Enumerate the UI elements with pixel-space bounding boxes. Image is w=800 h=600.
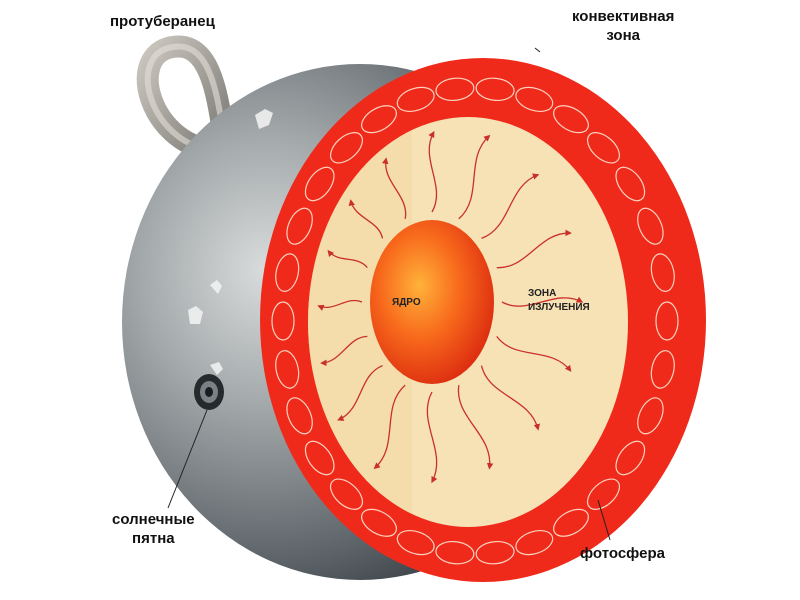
convection-loop xyxy=(586,132,621,164)
convection-loop xyxy=(637,397,664,435)
convection-loop xyxy=(553,105,589,134)
convection-loop xyxy=(329,478,364,510)
radiation-arrow xyxy=(320,335,368,367)
photosphere-label: фотосфера xyxy=(580,545,665,562)
radiative-zone-label-line1: ЗОНА xyxy=(528,288,556,299)
core xyxy=(370,220,494,384)
radiation-arrow xyxy=(348,199,384,239)
convection-loop xyxy=(435,77,475,102)
convection-cells xyxy=(271,77,679,565)
radiation-arrow xyxy=(337,364,383,421)
convection-loop xyxy=(650,350,675,389)
convection-loop xyxy=(396,530,435,556)
radiation-arrow xyxy=(373,384,406,470)
sunspots-label-line1: солнечные xyxy=(112,511,195,528)
radiation-arrow xyxy=(481,173,540,240)
prominence-label: протуберанец xyxy=(110,13,215,30)
convection-loop xyxy=(515,530,554,556)
radiation-arrow xyxy=(501,296,584,307)
radiation-arrow xyxy=(458,134,491,220)
radiation-arrow xyxy=(496,229,572,269)
convection-loop xyxy=(329,132,364,164)
convection-loop xyxy=(361,105,397,134)
convection-loop xyxy=(637,207,664,245)
convection-loop xyxy=(435,540,475,565)
convection-loop xyxy=(615,166,646,202)
convection-loop xyxy=(475,77,515,102)
convection-loop xyxy=(655,301,679,341)
radiation-arrow xyxy=(317,299,363,311)
radiation-arrows xyxy=(317,130,584,484)
convection-loop xyxy=(650,253,675,292)
convection-loop xyxy=(553,508,589,537)
radiation-arrow xyxy=(426,391,438,484)
convection-loop xyxy=(275,350,300,389)
core-label: ЯДРО xyxy=(392,297,421,308)
convection-loop xyxy=(361,508,397,537)
sunspots-label: солнечные пятна xyxy=(112,510,195,548)
leader-lines xyxy=(167,47,611,541)
convection-loop xyxy=(396,86,435,112)
convection-loop xyxy=(515,86,554,112)
sunspot xyxy=(194,374,224,410)
radiative-zone-label-line2: ИЗЛУЧЕНИЯ xyxy=(528,302,590,313)
radiation-arrow xyxy=(480,365,541,431)
convection-loop xyxy=(275,253,300,292)
convective-zone-label-line1: конвективная xyxy=(572,8,675,25)
convection-loop xyxy=(286,397,313,435)
convection-loop xyxy=(286,207,313,245)
convection-loop xyxy=(304,440,335,476)
convection-loop xyxy=(271,301,295,341)
prominence xyxy=(136,35,233,161)
sunspots-label-line2: пятна xyxy=(132,530,175,547)
radiation-arrow xyxy=(327,249,368,269)
radiation-arrow xyxy=(457,385,494,470)
convection-loop xyxy=(304,166,335,202)
surface-bright-patches xyxy=(188,109,273,375)
radiation-arrow xyxy=(428,130,438,213)
radiation-arrow xyxy=(496,336,572,372)
convection-loop xyxy=(475,540,515,565)
convective-zone-label: конвективная зона xyxy=(572,7,674,45)
convection-loop xyxy=(586,478,621,510)
radiation-arrow xyxy=(381,157,407,220)
convective-zone-label-line2: зона xyxy=(606,27,640,44)
convection-loop xyxy=(615,440,646,476)
